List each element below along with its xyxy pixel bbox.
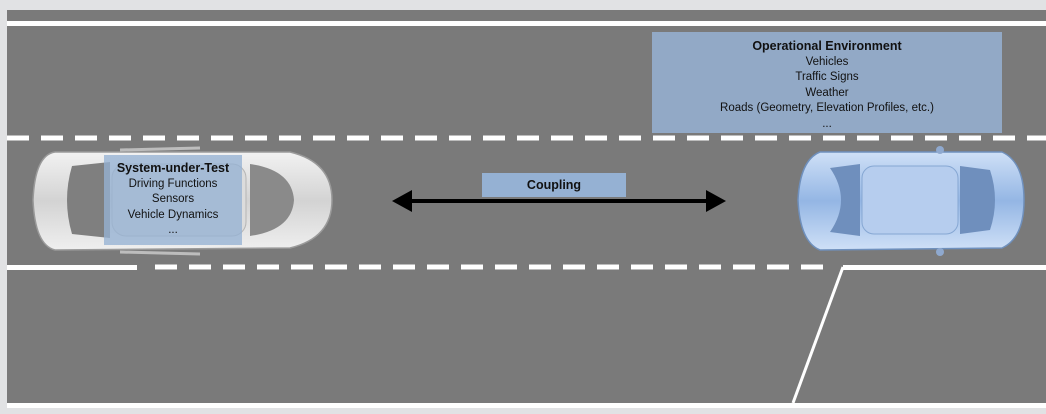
other-car: [797, 146, 1025, 256]
env-item-traffic-signs: Traffic Signs: [795, 71, 859, 83]
env-item-ellipsis: ...: [822, 117, 832, 130]
coupling-arrow: [392, 190, 726, 212]
lane-line-lower-solid-right: [843, 265, 1046, 270]
lane-line-lower-solid-left: [7, 265, 137, 270]
system-under-test-box: System-under-Test Driving Functions Sens…: [104, 155, 242, 245]
sut-item-driving-functions: Driving Functions: [128, 177, 218, 190]
road-edge-bottom: [7, 403, 1046, 408]
ramp-line: [791, 266, 845, 404]
sut-item-vehicle-dynamics: Vehicle Dynamics: [127, 208, 219, 221]
coupling-label: Coupling: [482, 173, 626, 197]
env-item-weather: Weather: [805, 86, 849, 99]
road-edge-top: [7, 21, 1046, 26]
env-item-roads: Roads (Geometry, Elevation Profiles, etc…: [720, 102, 934, 114]
operational-environment-box: Operational Environment Vehicles Traffic…: [652, 32, 1002, 133]
env-item-vehicles: Vehicles: [805, 55, 849, 68]
sut-item-sensors: Sensors: [151, 193, 195, 205]
operational-environment-title: Operational Environment: [752, 39, 902, 53]
system-under-test-title: System-under-Test: [116, 161, 230, 175]
sut-item-ellipsis: ...: [168, 224, 178, 236]
